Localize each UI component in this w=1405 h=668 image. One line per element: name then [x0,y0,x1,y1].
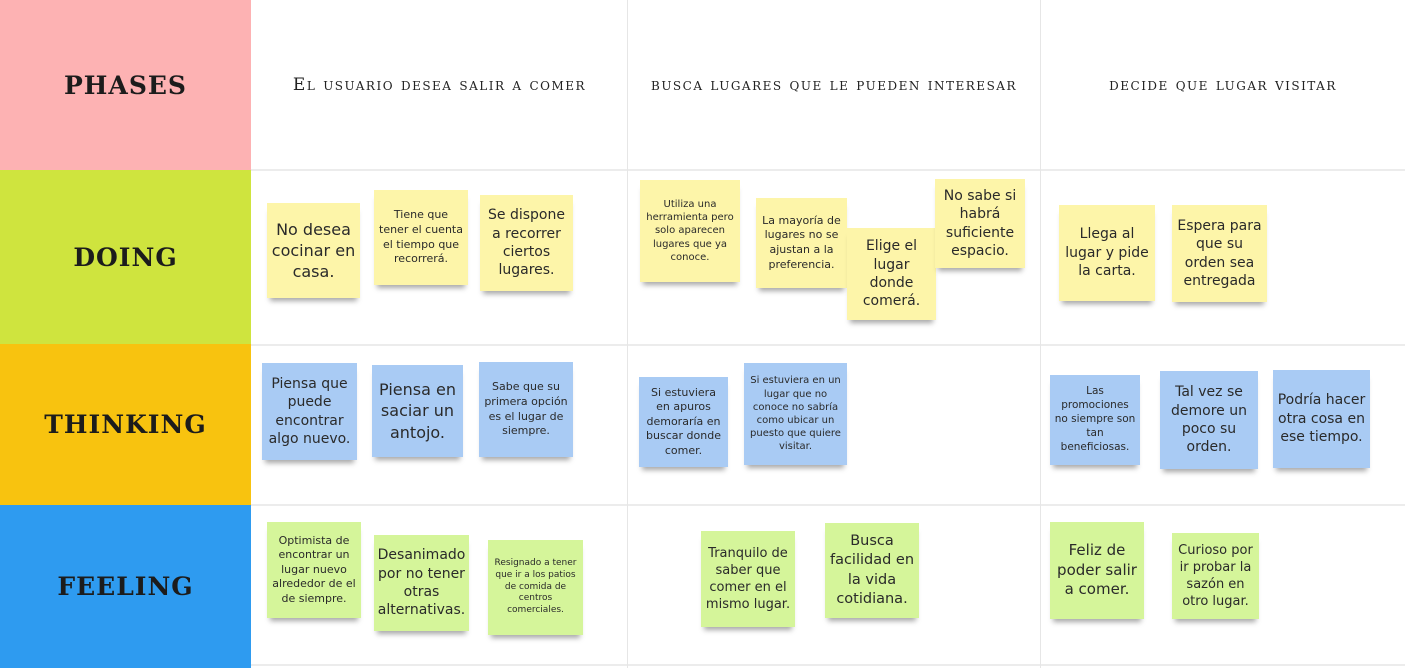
sticky-note-thinking[interactable]: Las promociones no siempre son tan benef… [1050,375,1140,465]
row-label-feeling-text: FEELING [57,572,194,601]
sticky-note-thinking[interactable]: Piensa en saciar un antojo. [372,365,463,457]
sticky-note-doing[interactable]: Tiene que tener el cuenta el tiempo que … [374,190,468,285]
row-label-doing: DOING [0,170,251,344]
sticky-note-doing[interactable]: No desea cocinar en casa. [267,203,360,298]
row-label-phases: PHASES [0,0,251,170]
sticky-note-feeling[interactable]: Curioso por ir probar la sazón en otro l… [1172,533,1259,619]
row-divider [251,504,1405,506]
sticky-note-doing[interactable]: Utiliza una herramienta pero solo aparec… [640,180,740,282]
row-label-feeling: FEELING [0,505,251,668]
phase-header-2: busca lugares que le pueden interesar [651,75,1017,95]
sticky-note-thinking[interactable]: Podría hacer otra cosa en ese tiempo. [1273,370,1370,468]
sticky-note-thinking[interactable]: Piensa que puede encontrar algo nuevo. [262,363,357,460]
phase-header-1: El usuario desea salir a comer [292,75,587,95]
sticky-note-feeling[interactable]: Optimista de encontrar un lugar nuevo al… [267,522,361,618]
sticky-note-feeling[interactable]: Feliz de poder salir a comer. [1050,522,1144,619]
column-divider [627,0,628,668]
sticky-note-doing[interactable]: Elige el lugar donde comerá. [847,228,936,320]
sticky-note-feeling[interactable]: Busca facilidad en la vida cotidiana. [825,523,919,618]
row-divider [251,169,1405,171]
row-divider [251,664,1405,666]
phase-header-3: decide que lugar visitar [1109,75,1337,95]
row-label-doing-text: DOING [73,242,178,272]
column-divider [1040,0,1041,668]
row-divider [251,344,1405,346]
row-label-thinking-text: THINKING [44,410,207,439]
sticky-note-doing[interactable]: Llega al lugar y pide la carta. [1059,205,1155,301]
sticky-note-feeling[interactable]: Tranquilo de saber que comer en el mismo… [701,531,795,627]
row-label-thinking: THINKING [0,344,251,505]
row-label-phases-text: PHASES [64,70,187,100]
sticky-note-doing[interactable]: No sabe si habrá suficiente espacio. [935,179,1025,268]
sticky-note-doing[interactable]: La mayoría de lugares no se ajustan a la… [756,198,847,288]
sticky-note-thinking[interactable]: Si estuviera en un lugar que no conoce n… [744,363,847,465]
sticky-note-feeling[interactable]: Desanimado por no tener otras alternativ… [374,535,469,631]
sticky-note-thinking[interactable]: Sabe que su primera opción es el lugar d… [479,362,573,457]
sticky-note-thinking[interactable]: Si estuviera en apuros demoraría en busc… [639,377,728,467]
sticky-note-thinking[interactable]: Tal vez se demore un poco su orden. [1160,371,1258,469]
sticky-note-doing[interactable]: Espera para que su orden sea entregada [1172,205,1267,302]
sticky-note-doing[interactable]: Se dispone a recorrer ciertos lugares. [480,195,573,291]
sticky-note-feeling[interactable]: Resignado a tener que ir a los patios de… [488,540,583,635]
